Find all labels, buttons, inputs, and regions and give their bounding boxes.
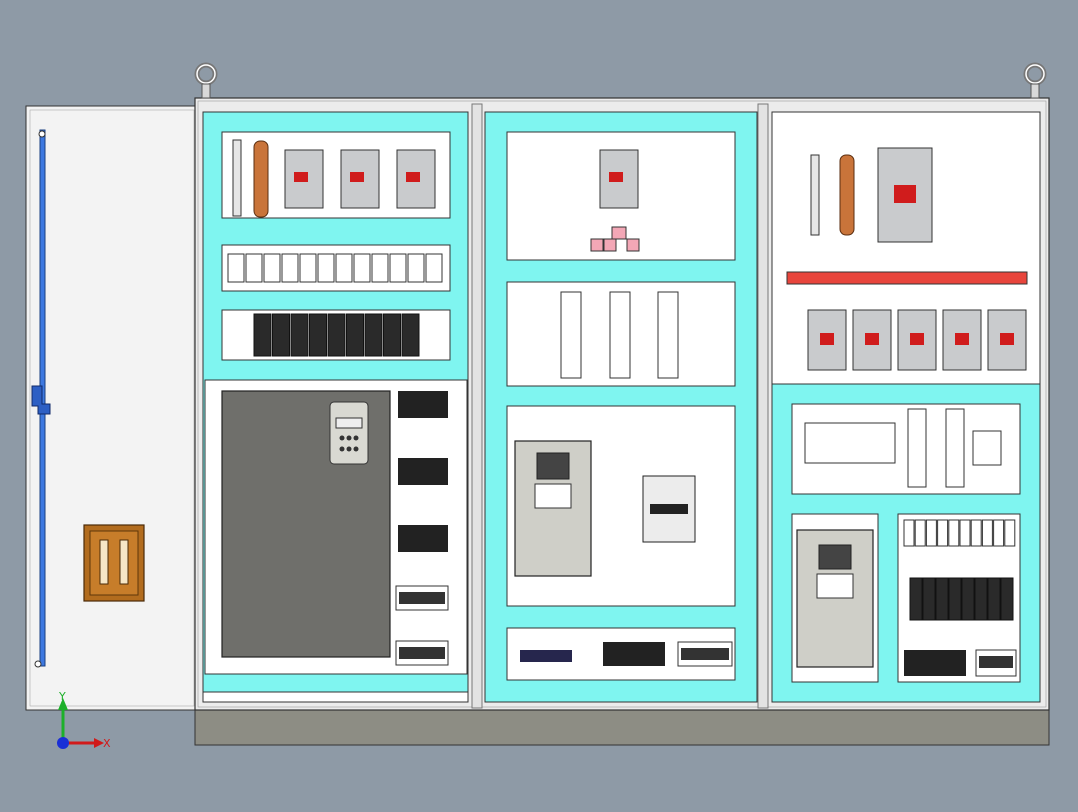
bypass-contactor[interactable] xyxy=(642,475,696,543)
mccb-small-1[interactable] xyxy=(284,149,324,209)
soft-starter xyxy=(514,440,592,577)
branch-mccb[interactable] xyxy=(942,309,982,371)
open-door xyxy=(25,105,199,711)
terminal-blocks xyxy=(590,226,640,252)
contactor[interactable] xyxy=(603,642,665,666)
fuse-holder-3[interactable] xyxy=(657,291,679,379)
terminal xyxy=(425,253,443,283)
terminal xyxy=(948,519,960,547)
relay-row xyxy=(909,577,1014,621)
fuse-holder-1[interactable] xyxy=(560,291,582,379)
ground-bar xyxy=(232,139,242,217)
terminal xyxy=(1004,519,1016,547)
relay-row xyxy=(253,313,420,357)
relay[interactable] xyxy=(383,313,401,357)
terminal xyxy=(353,253,371,283)
terminal-strip-2 xyxy=(395,640,449,666)
relay[interactable] xyxy=(961,577,975,621)
terminal xyxy=(407,253,425,283)
fuse-holder-2[interactable] xyxy=(609,291,631,379)
mccb-small-3[interactable] xyxy=(396,149,436,209)
terminal-block xyxy=(972,430,1002,466)
section-1 xyxy=(202,111,469,703)
relay[interactable] xyxy=(290,313,309,357)
lifting-eye-right xyxy=(1023,62,1047,99)
contactor-3[interactable] xyxy=(398,525,448,552)
horizontal-busbar xyxy=(786,271,1028,285)
terminal-strip-1 xyxy=(395,585,449,611)
terminal xyxy=(263,253,281,283)
vfd-keypad[interactable] xyxy=(329,401,369,465)
terminal xyxy=(903,519,915,547)
terminal xyxy=(981,519,993,547)
lifting-eye-left xyxy=(194,62,218,99)
coordinate-triad: Y X xyxy=(57,690,111,750)
relay[interactable] xyxy=(935,577,949,621)
terminal xyxy=(227,253,245,283)
terminal-strip xyxy=(520,650,572,662)
soft-starter xyxy=(796,529,874,668)
relay[interactable] xyxy=(272,313,290,357)
terminal xyxy=(993,519,1005,547)
relay[interactable] xyxy=(909,577,923,621)
power-supply-1 xyxy=(907,408,927,488)
relay[interactable] xyxy=(948,577,962,621)
relay[interactable] xyxy=(922,577,936,621)
relay[interactable] xyxy=(974,577,988,621)
relay[interactable] xyxy=(1000,577,1014,621)
contactor-1[interactable] xyxy=(398,391,448,418)
relay[interactable] xyxy=(309,313,327,357)
terminal-strip xyxy=(677,641,733,667)
variable-frequency-drive xyxy=(221,390,391,658)
branch-mccb[interactable] xyxy=(807,309,847,371)
relay[interactable] xyxy=(401,313,420,357)
terminal xyxy=(959,519,971,547)
triad-y-label: Y xyxy=(58,690,66,703)
terminal xyxy=(914,519,926,547)
relay[interactable] xyxy=(987,577,1001,621)
plc xyxy=(804,422,896,464)
terminal xyxy=(389,253,407,283)
door-handle[interactable] xyxy=(83,524,145,602)
neutral-bar xyxy=(839,154,855,236)
terminal xyxy=(245,253,263,283)
branch-mccb-row[interactable] xyxy=(807,309,1027,371)
terminal xyxy=(970,519,982,547)
branch-mccb[interactable] xyxy=(897,309,937,371)
terminal-block-row xyxy=(227,253,443,283)
ground-bar xyxy=(810,154,820,236)
triad-x-label: X xyxy=(103,737,111,750)
mccb-small-2[interactable] xyxy=(340,149,380,209)
relay[interactable] xyxy=(364,313,383,357)
terminal xyxy=(371,253,389,283)
contactor-2[interactable] xyxy=(398,458,448,485)
power-supply-2 xyxy=(945,408,965,488)
main-mccb[interactable] xyxy=(877,147,933,243)
mccb-small[interactable] xyxy=(599,149,639,209)
terminal xyxy=(937,519,949,547)
relay[interactable] xyxy=(346,313,364,357)
terminal-strip xyxy=(975,649,1017,677)
terminal xyxy=(281,253,299,283)
relay[interactable] xyxy=(253,313,272,357)
plinth-base xyxy=(194,707,1050,746)
branch-mccb[interactable] xyxy=(987,309,1027,371)
terminal xyxy=(299,253,317,283)
contactor[interactable] xyxy=(904,650,966,676)
branch-mccb[interactable] xyxy=(852,309,892,371)
section-3 xyxy=(771,111,1041,703)
terminal xyxy=(335,253,353,283)
neutral-bar xyxy=(253,140,269,218)
door-hinge-clamp xyxy=(31,385,51,415)
terminal xyxy=(317,253,335,283)
terminal-block-row xyxy=(903,519,1016,547)
relay[interactable] xyxy=(327,313,346,357)
terminal xyxy=(925,519,937,547)
section-2 xyxy=(484,111,758,703)
